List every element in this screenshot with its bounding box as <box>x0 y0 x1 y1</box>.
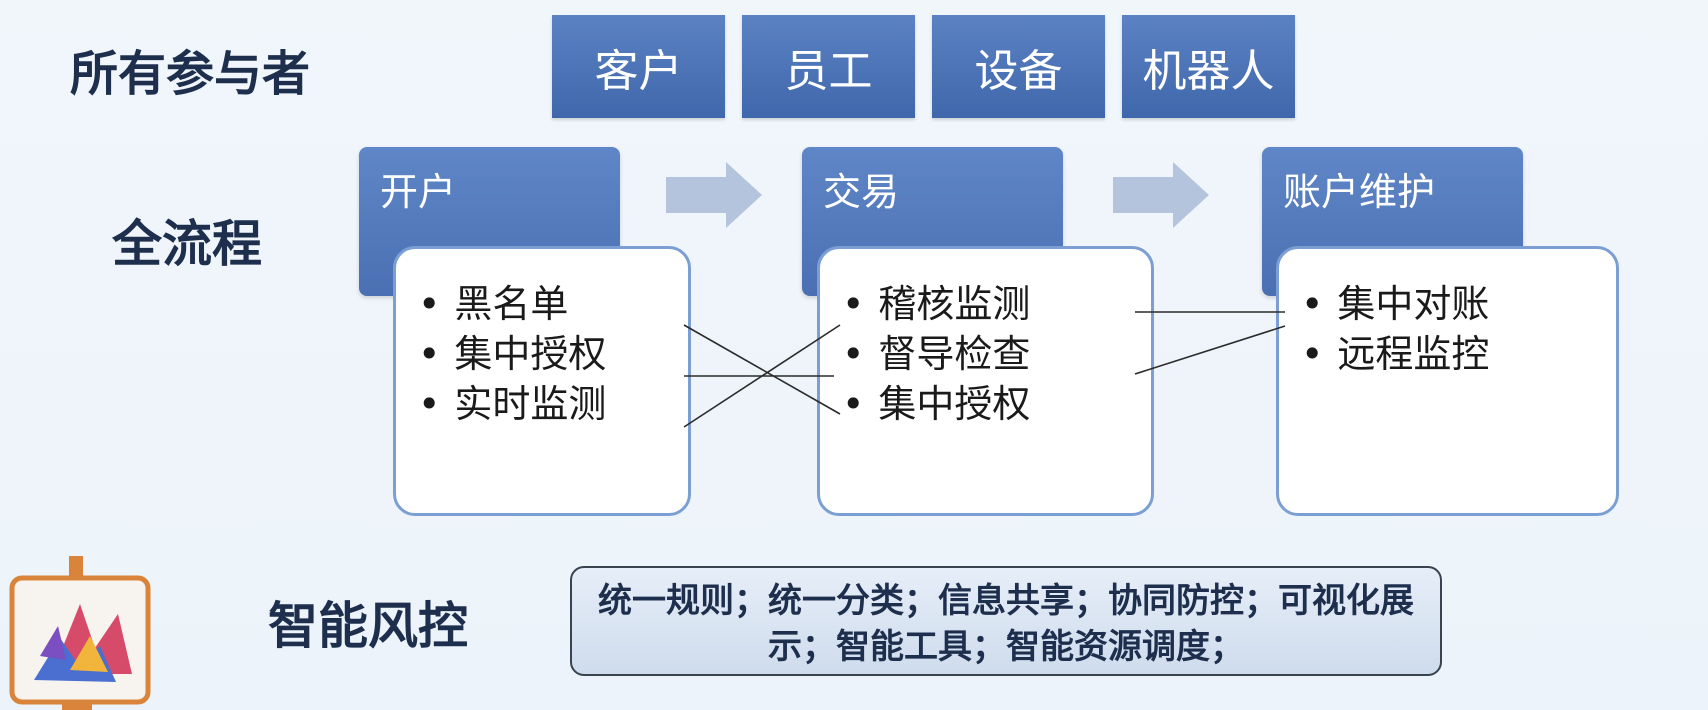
participant-customer: 客户 <box>552 15 725 118</box>
risk-control-summary: 统一规则；统一分类；信息共享；协同防控；可视化展示；智能工具；智能资源调度； <box>570 566 1442 676</box>
connector-line <box>683 324 841 415</box>
list-item: 黑名单 <box>418 279 688 329</box>
participant-employee: 员工 <box>742 15 915 118</box>
easel-painting-icon <box>9 556 151 710</box>
stage-card-transaction: 稽核监测 督导检查 集中授权 <box>817 246 1154 516</box>
list-item: 集中授权 <box>418 329 688 379</box>
stage-title: 交易 <box>823 170 900 214</box>
right-arrow-icon <box>666 162 762 228</box>
list-item: 实时监测 <box>418 379 688 429</box>
stage-title: 账户维护 <box>1283 170 1436 214</box>
participant-robot: 机器人 <box>1122 15 1295 118</box>
participant-device: 设备 <box>932 15 1105 118</box>
list-item: 集中授权 <box>842 379 1151 429</box>
process-heading: 全流程 <box>112 215 262 273</box>
connector-line <box>1134 325 1286 375</box>
risk-control-heading: 智能风控 <box>268 597 468 655</box>
list-item: 稽核监测 <box>842 279 1151 329</box>
list-item: 集中对账 <box>1301 279 1616 329</box>
list-item: 督导检查 <box>842 329 1151 379</box>
list-item: 远程监控 <box>1301 329 1616 379</box>
stage-card-open-account: 黑名单 集中授权 实时监测 <box>393 246 691 516</box>
stage-title: 开户 <box>380 170 457 214</box>
stage-card-account-maintenance: 集中对账 远程监控 <box>1276 246 1619 516</box>
participants-heading: 所有参与者 <box>70 46 311 102</box>
right-arrow-icon <box>1113 162 1209 228</box>
